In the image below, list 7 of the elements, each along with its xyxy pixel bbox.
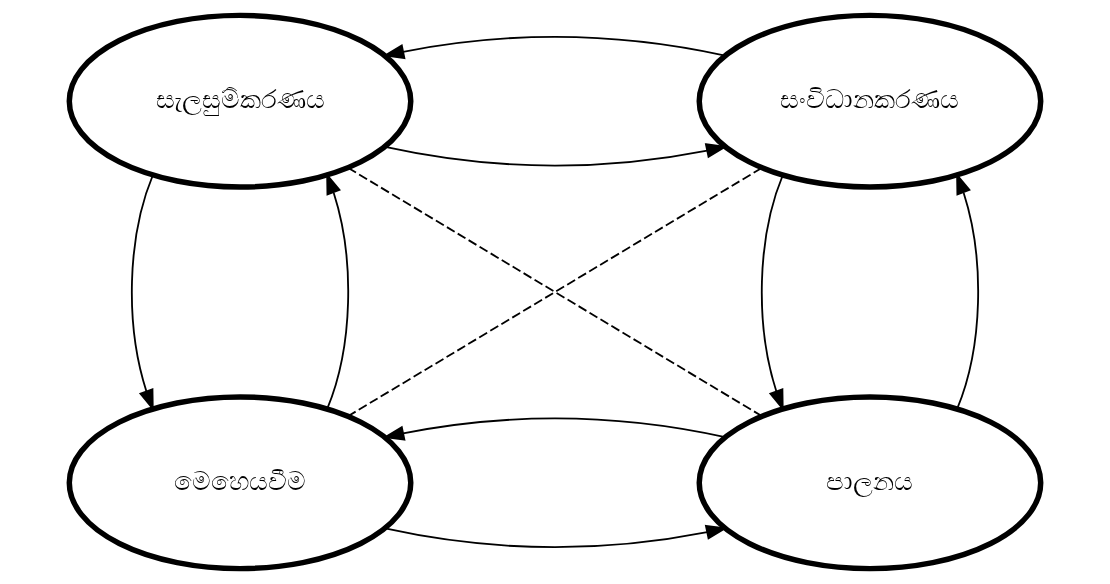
- node-ellipse: පාලනය: [696, 394, 1044, 572]
- arrow: [956, 172, 979, 410]
- node-ellipse: මෙහෙයවීම: [66, 394, 414, 572]
- arrow: [326, 172, 350, 410]
- node-ellipse: සංවිධානකරණය: [696, 12, 1044, 190]
- connector: [347, 167, 763, 418]
- node-ellipse: සැලසුම්කරණය: [66, 12, 414, 190]
